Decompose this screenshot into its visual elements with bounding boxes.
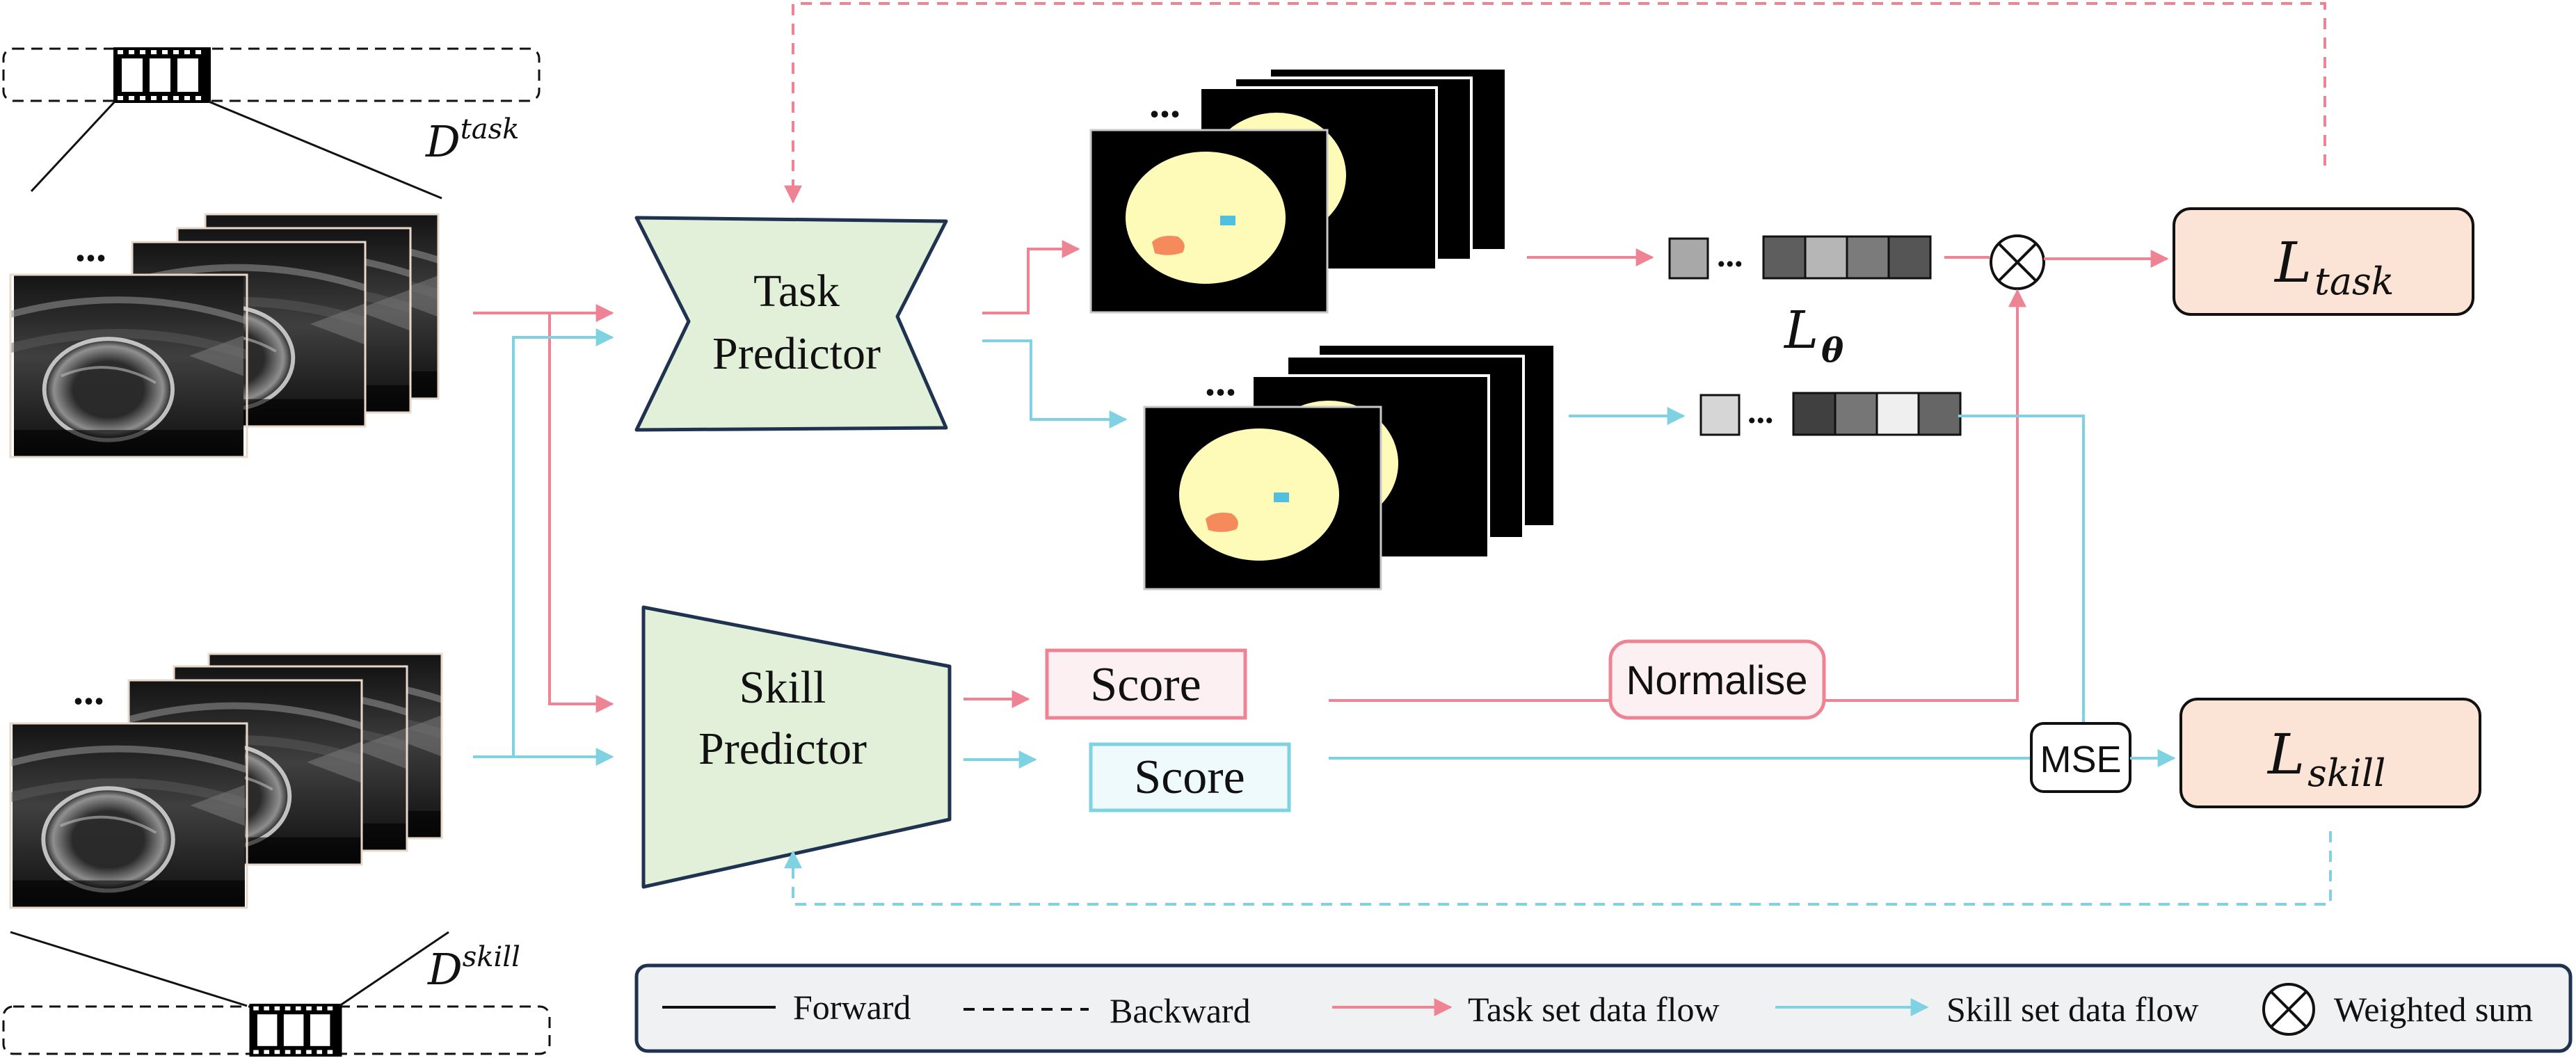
task-loss-box: Ltask bbox=[2173, 207, 2474, 316]
skill-backward-path bbox=[784, 831, 2332, 906]
svg-text:Ltask: Ltask bbox=[2273, 230, 2394, 303]
svg-text:Lskill: Lskill bbox=[2266, 722, 2385, 795]
score-to-normalise-path bbox=[1329, 289, 2026, 702]
task-backward-path bbox=[784, 2, 2326, 204]
task-weight-first-cell bbox=[1668, 237, 1709, 280]
legend-task-flow: Task set data flow bbox=[1332, 990, 1720, 1029]
legend-backward: Backward bbox=[963, 991, 1251, 1030]
legend-forward: Forward bbox=[662, 988, 911, 1027]
ellipsis-task-masks: ... bbox=[1149, 80, 1181, 126]
legend-weighted-sum: Weighted sum bbox=[2262, 983, 2533, 1036]
task-weight-cell bbox=[1804, 235, 1848, 280]
skill-weight-cell bbox=[1792, 392, 1837, 436]
svg-text:Skill set data flow: Skill set data flow bbox=[1946, 990, 2198, 1029]
weighted-sum-operator bbox=[1990, 234, 2045, 290]
task-to-masks-arrow bbox=[982, 240, 1080, 314]
skill-dataset-label: Dskill bbox=[427, 941, 520, 995]
task-weight-cell bbox=[1887, 235, 1932, 280]
svg-text:Task set data flow: Task set data flow bbox=[1468, 990, 1720, 1029]
svg-text:Score: Score bbox=[1134, 751, 1245, 804]
task-ultrasound-stack: ... bbox=[9, 213, 440, 458]
skill-weight-first-cell bbox=[1699, 394, 1741, 436]
task-predictor-label-line2: Predictor bbox=[712, 328, 881, 379]
task-input-arrows bbox=[473, 304, 614, 713]
skill-mask-stack: ... bbox=[1143, 343, 1556, 591]
score-task-box: Score bbox=[1045, 648, 1247, 720]
skill-weight-cell bbox=[1834, 392, 1878, 436]
svg-text:Normalise: Normalise bbox=[1626, 658, 1807, 703]
svg-text:Dskill: Dskill bbox=[427, 941, 520, 995]
score-skill-box: Score bbox=[1089, 742, 1291, 812]
legend-skill-flow: Skill set data flow bbox=[1775, 990, 2198, 1029]
skill-predictor-label-line1: Skill bbox=[739, 662, 826, 713]
task-dataset-label: Dtask bbox=[425, 113, 519, 167]
skill-weight-cells bbox=[1792, 392, 1962, 436]
skill-dataset-strip bbox=[2, 931, 551, 1057]
skill-weights-to-mse-path bbox=[1958, 415, 2085, 723]
ellipsis-task-weights: ... bbox=[1717, 235, 1743, 274]
skill-loss-box: Lskill bbox=[2179, 698, 2481, 808]
svg-text:Score: Score bbox=[1090, 658, 1201, 712]
skill-predictor-label-line2: Predictor bbox=[698, 723, 867, 774]
task-weight-cells bbox=[1762, 235, 1932, 280]
svg-text:Lθ: Lθ bbox=[1783, 300, 1843, 370]
normalise-box: Normalise bbox=[1608, 639, 1826, 720]
skill-film-icon bbox=[249, 1004, 342, 1057]
task-dataset-strip bbox=[2, 47, 541, 200]
task-weight-cell bbox=[1846, 235, 1890, 280]
ellipsis-task-frames: ... bbox=[75, 224, 106, 270]
svg-text:Forward: Forward bbox=[793, 988, 911, 1027]
svg-text:MSE: MSE bbox=[2040, 739, 2121, 780]
task-film-icon bbox=[113, 47, 211, 103]
skill-weight-cell bbox=[1875, 392, 1920, 436]
ellipsis-skill-weights: ... bbox=[1747, 392, 1774, 431]
l-theta-symbol: Lθ bbox=[1783, 300, 1843, 370]
task-predictor-label-line1: Task bbox=[753, 266, 840, 316]
task-predictor: Task Predictor bbox=[634, 216, 948, 432]
task-weight-vector: ... bbox=[1668, 235, 1932, 280]
skill-to-masks-arrow bbox=[982, 339, 1128, 428]
task-weight-cell bbox=[1762, 235, 1807, 280]
svg-text:Weighted sum: Weighted sum bbox=[2334, 990, 2533, 1029]
ellipsis-skill-masks: ... bbox=[1205, 358, 1236, 404]
ellipsis-skill-frames: ... bbox=[73, 667, 104, 713]
skill-predictor: Skill Predictor bbox=[641, 605, 952, 889]
skill-ultrasound-stack: ... bbox=[9, 652, 443, 909]
skill-input-arrows bbox=[473, 328, 614, 766]
skill-weight-cell bbox=[1917, 392, 1962, 436]
skill-weight-vector: ... bbox=[1699, 392, 1962, 436]
svg-text:Dtask: Dtask bbox=[425, 113, 519, 167]
mse-box: MSE bbox=[2030, 722, 2131, 793]
task-mask-stack: ... bbox=[1089, 67, 1507, 314]
svg-text:Backward: Backward bbox=[1110, 991, 1251, 1030]
legend: Forward Backward Task set data flow Skil… bbox=[634, 963, 2573, 1053]
